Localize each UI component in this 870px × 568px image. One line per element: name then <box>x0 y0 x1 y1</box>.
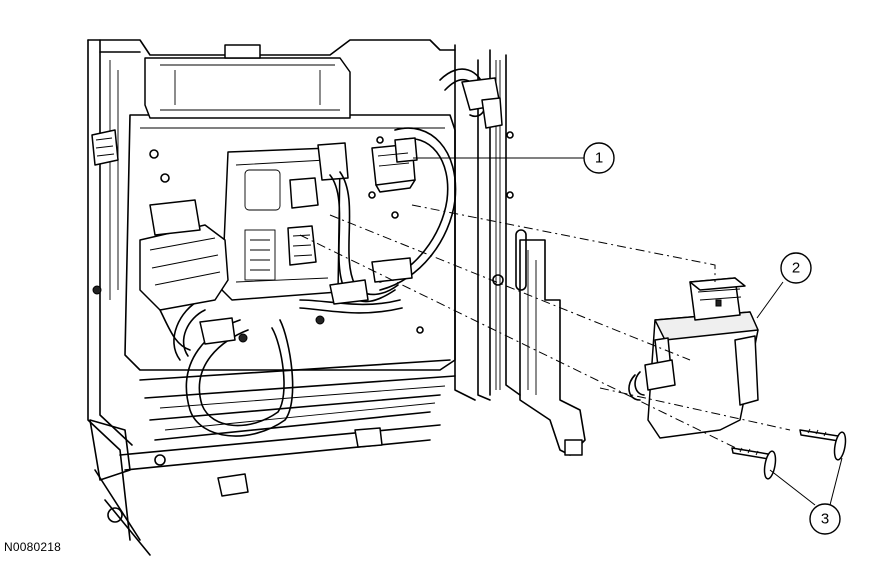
figure-id: N0080218 <box>4 540 61 554</box>
module-item-2 <box>628 277 759 439</box>
screws-item-3 <box>731 428 847 480</box>
wiring-harness <box>173 68 503 497</box>
callout-1-label: 1 <box>595 150 603 167</box>
connector-item-1 <box>371 137 418 193</box>
callout-2-label: 2 <box>792 260 800 277</box>
callout-3: 3 <box>809 503 841 535</box>
assembly-lines <box>299 204 791 451</box>
callout-leaders <box>413 157 843 506</box>
callout-1: 1 <box>583 142 615 174</box>
electronic-module <box>221 142 349 301</box>
callout-2: 2 <box>780 252 812 284</box>
callout-3-label: 3 <box>821 511 829 528</box>
left-bracket <box>91 129 229 351</box>
